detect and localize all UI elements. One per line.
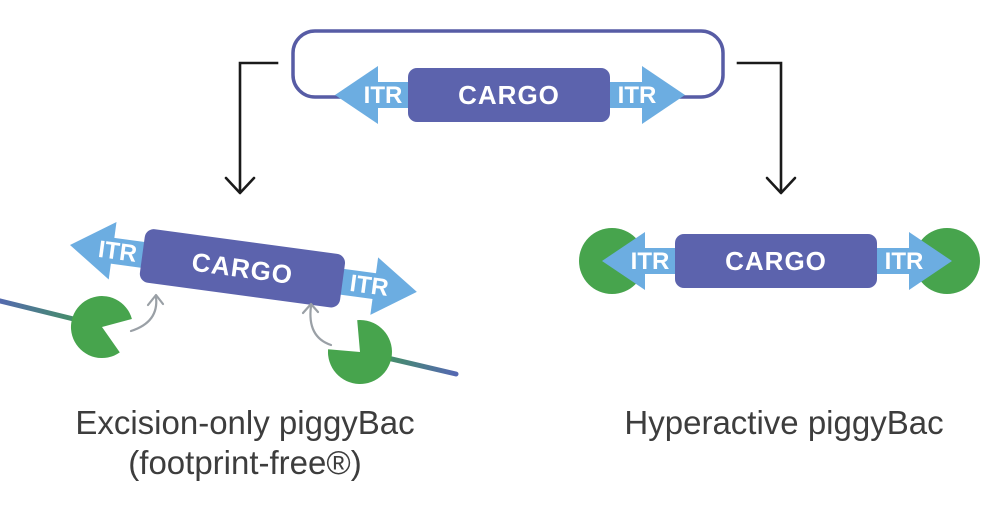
itr-arrow-right-head <box>370 257 417 315</box>
flow-arrow-right <box>736 61 797 195</box>
arrowhead-down-icon <box>765 176 797 195</box>
transposon-construct-hyperactive: ITR CARGO ITR <box>602 232 952 290</box>
caption-line: (footprint-free®) <box>128 443 362 481</box>
transposon-construct-excised: ITR CARGO ITR <box>70 222 417 315</box>
itr-arrow-left-head <box>70 222 117 280</box>
itr-label-left: ITR <box>631 248 670 275</box>
cargo-box <box>675 234 877 288</box>
cargo-box <box>408 68 610 122</box>
flow-arrow-left <box>224 61 279 195</box>
itr-arrow-right-head <box>642 66 685 124</box>
arrowhead-up-icon <box>301 302 320 315</box>
itr-arrow-right-head <box>909 232 952 290</box>
itr-arrow-left-head <box>335 66 378 124</box>
transposase-icon <box>327 319 392 384</box>
insertion-arrow-right <box>301 302 333 347</box>
itr-label-left: ITR <box>97 236 139 268</box>
cargo-label: CARGO <box>458 80 560 110</box>
itr-label-right: ITR <box>885 248 924 275</box>
transposase-icon <box>70 296 132 359</box>
cargo-box <box>139 229 346 308</box>
caption-line: Hyperactive piggyBac <box>624 404 944 441</box>
itr-label-left: ITR <box>364 82 403 109</box>
cargo-label: CARGO <box>725 246 827 276</box>
itr-label-right: ITR <box>618 82 657 109</box>
itr-arrow-left-head <box>602 232 645 290</box>
transposon-construct-plasmid: ITR CARGO ITR <box>335 66 685 124</box>
caption-line: Excision-only piggyBac <box>75 404 415 441</box>
arrowhead-up-icon <box>146 293 165 307</box>
insertion-arrow-left <box>129 293 165 333</box>
caption-hyperactive: Hyperactive piggyBac <box>574 403 994 443</box>
arrowhead-down-icon <box>224 176 256 195</box>
caption-excision-only: Excision-only piggyBac (footprint-free®) <box>35 403 455 483</box>
itr-label-right: ITR <box>348 270 390 302</box>
